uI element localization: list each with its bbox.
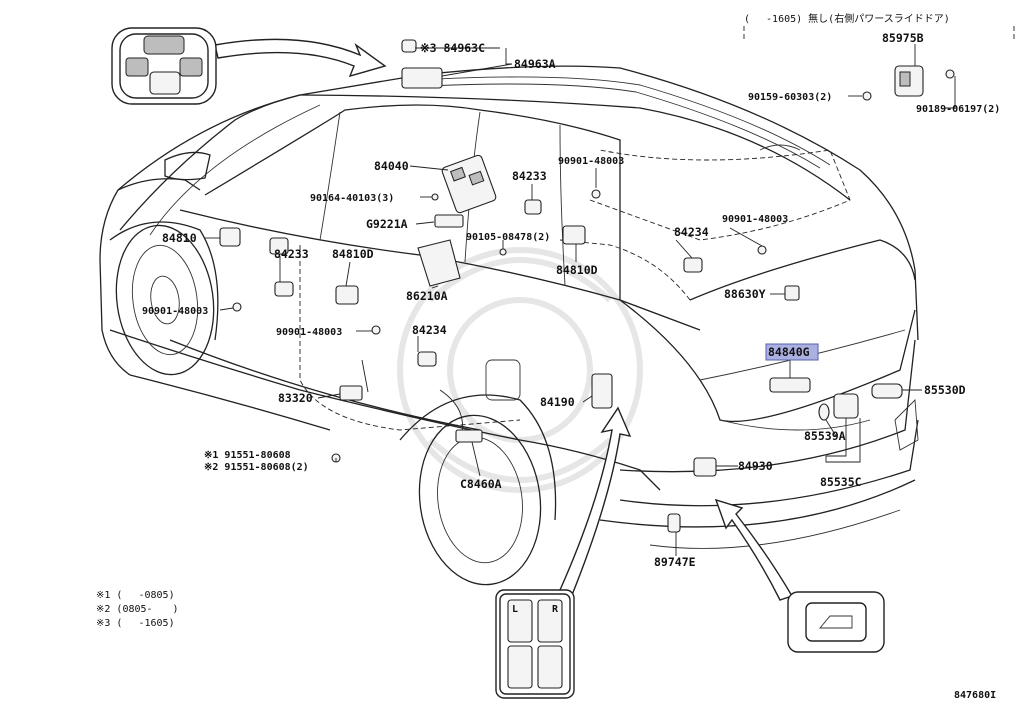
- label-86210A: 86210A: [406, 289, 448, 303]
- rear-switch-panel: [787, 591, 885, 653]
- overhead-switch-panel: [111, 27, 217, 105]
- label-85975B: 85975B: [882, 31, 924, 45]
- switch-left-letter: L: [512, 604, 518, 615]
- label-89747E: 89747E: [654, 555, 696, 569]
- label-84930: 84930: [738, 459, 773, 473]
- center-console-switch-panel: L R: [495, 589, 575, 699]
- label-84963A: 84963A: [514, 57, 556, 71]
- label-84190: 84190: [540, 395, 575, 409]
- footnotes: ※1 ( -0805) ※2 (0805- ) ※3 ( -1605) 8476…: [96, 590, 996, 701]
- label-84963C: ※3 84963C: [420, 41, 485, 55]
- label-90901-48003-d: 90901-48003: [276, 327, 342, 338]
- label-91551-80608-2: ※2 91551-80608(2): [204, 462, 309, 473]
- label-G9221A: G9221A: [366, 217, 408, 231]
- label-85539A: 85539A: [804, 429, 846, 443]
- label-88630Y: 88630Y: [724, 287, 766, 301]
- label-90189-06197: 90189-06197(2): [916, 104, 1000, 115]
- label-84234-a: 84234: [674, 225, 709, 239]
- vehicle-outline: [99, 65, 919, 586]
- switch-right-letter: R: [552, 604, 559, 615]
- leader-lines: [205, 26, 1015, 556]
- right-header: ( -1605) 無し(右側パワースライドドア): [744, 12, 950, 25]
- diagram-code: 847680I: [954, 690, 996, 701]
- label-84840G: 84840G: [768, 345, 810, 359]
- label-90159-60303: 90159-60303(2): [748, 92, 832, 103]
- label-91551-80608-1: ※1 91551-80608: [204, 450, 291, 461]
- label-84810D-b: 84810D: [556, 263, 598, 277]
- callout-arrows: [214, 38, 794, 601]
- label-84810: 84810: [162, 231, 197, 245]
- label-90105-08478: 90105-08478(2): [466, 232, 550, 243]
- note-1: ※1 ( -0805): [96, 590, 175, 601]
- note-2: ※2 (0805- ): [96, 604, 179, 615]
- label-85535C: 85535C: [820, 475, 862, 489]
- label-84234-b: 84234: [412, 323, 447, 337]
- label-84233-b: 84233: [274, 247, 309, 261]
- label-C8460A: C8460A: [460, 477, 502, 491]
- label-90164-40103: 90164-40103(3): [310, 193, 394, 204]
- label-83320: 83320: [278, 391, 313, 405]
- label-84040: 84040: [374, 159, 409, 173]
- label-85530D: 85530D: [924, 383, 966, 397]
- label-90901-48003-c: 90901-48003: [142, 306, 208, 317]
- note-3: ※3 ( -1605): [96, 618, 175, 629]
- label-84233-a: 84233: [512, 169, 547, 183]
- label-90901-48003-a: 90901-48003: [558, 156, 624, 167]
- part-shapes: [219, 39, 955, 533]
- highlight-84840G: [765, 343, 819, 361]
- part-labels: ※3 84963C 84963A ( -1605) 無し(右側パワースライドドア…: [142, 12, 1000, 569]
- label-90901-48003-b: 90901-48003: [722, 214, 788, 225]
- label-84810D-a: 84810D: [332, 247, 374, 261]
